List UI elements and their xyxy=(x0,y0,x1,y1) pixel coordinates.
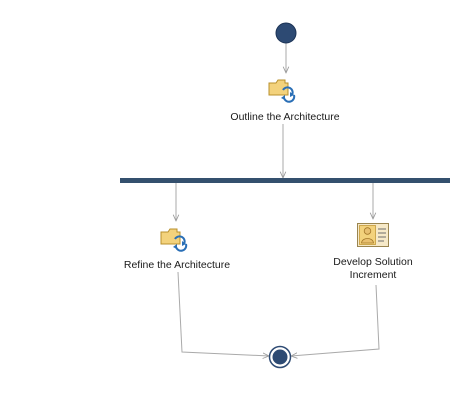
edge-refine-to-final[interactable] xyxy=(177,271,269,356)
capability-pattern-icon[interactable] xyxy=(357,223,389,247)
edges xyxy=(176,43,380,356)
initial-node[interactable] xyxy=(275,22,297,44)
outline-architecture-label: Outline the Architecture xyxy=(230,111,340,123)
final-node[interactable] xyxy=(268,345,292,369)
develop-label-line-1: Develop Solution xyxy=(333,256,413,268)
refine-architecture-label: Refine the Architecture xyxy=(123,259,231,271)
develop-label-line-2: Increment xyxy=(349,269,397,281)
fork-bar[interactable] xyxy=(120,178,450,183)
develop-solution-increment-label: Develop Solution Increment xyxy=(318,256,428,282)
edge-develop-to-final[interactable] xyxy=(291,284,380,356)
iteration-activity-icon[interactable] xyxy=(160,228,188,252)
iteration-activity-icon[interactable] xyxy=(268,79,296,103)
